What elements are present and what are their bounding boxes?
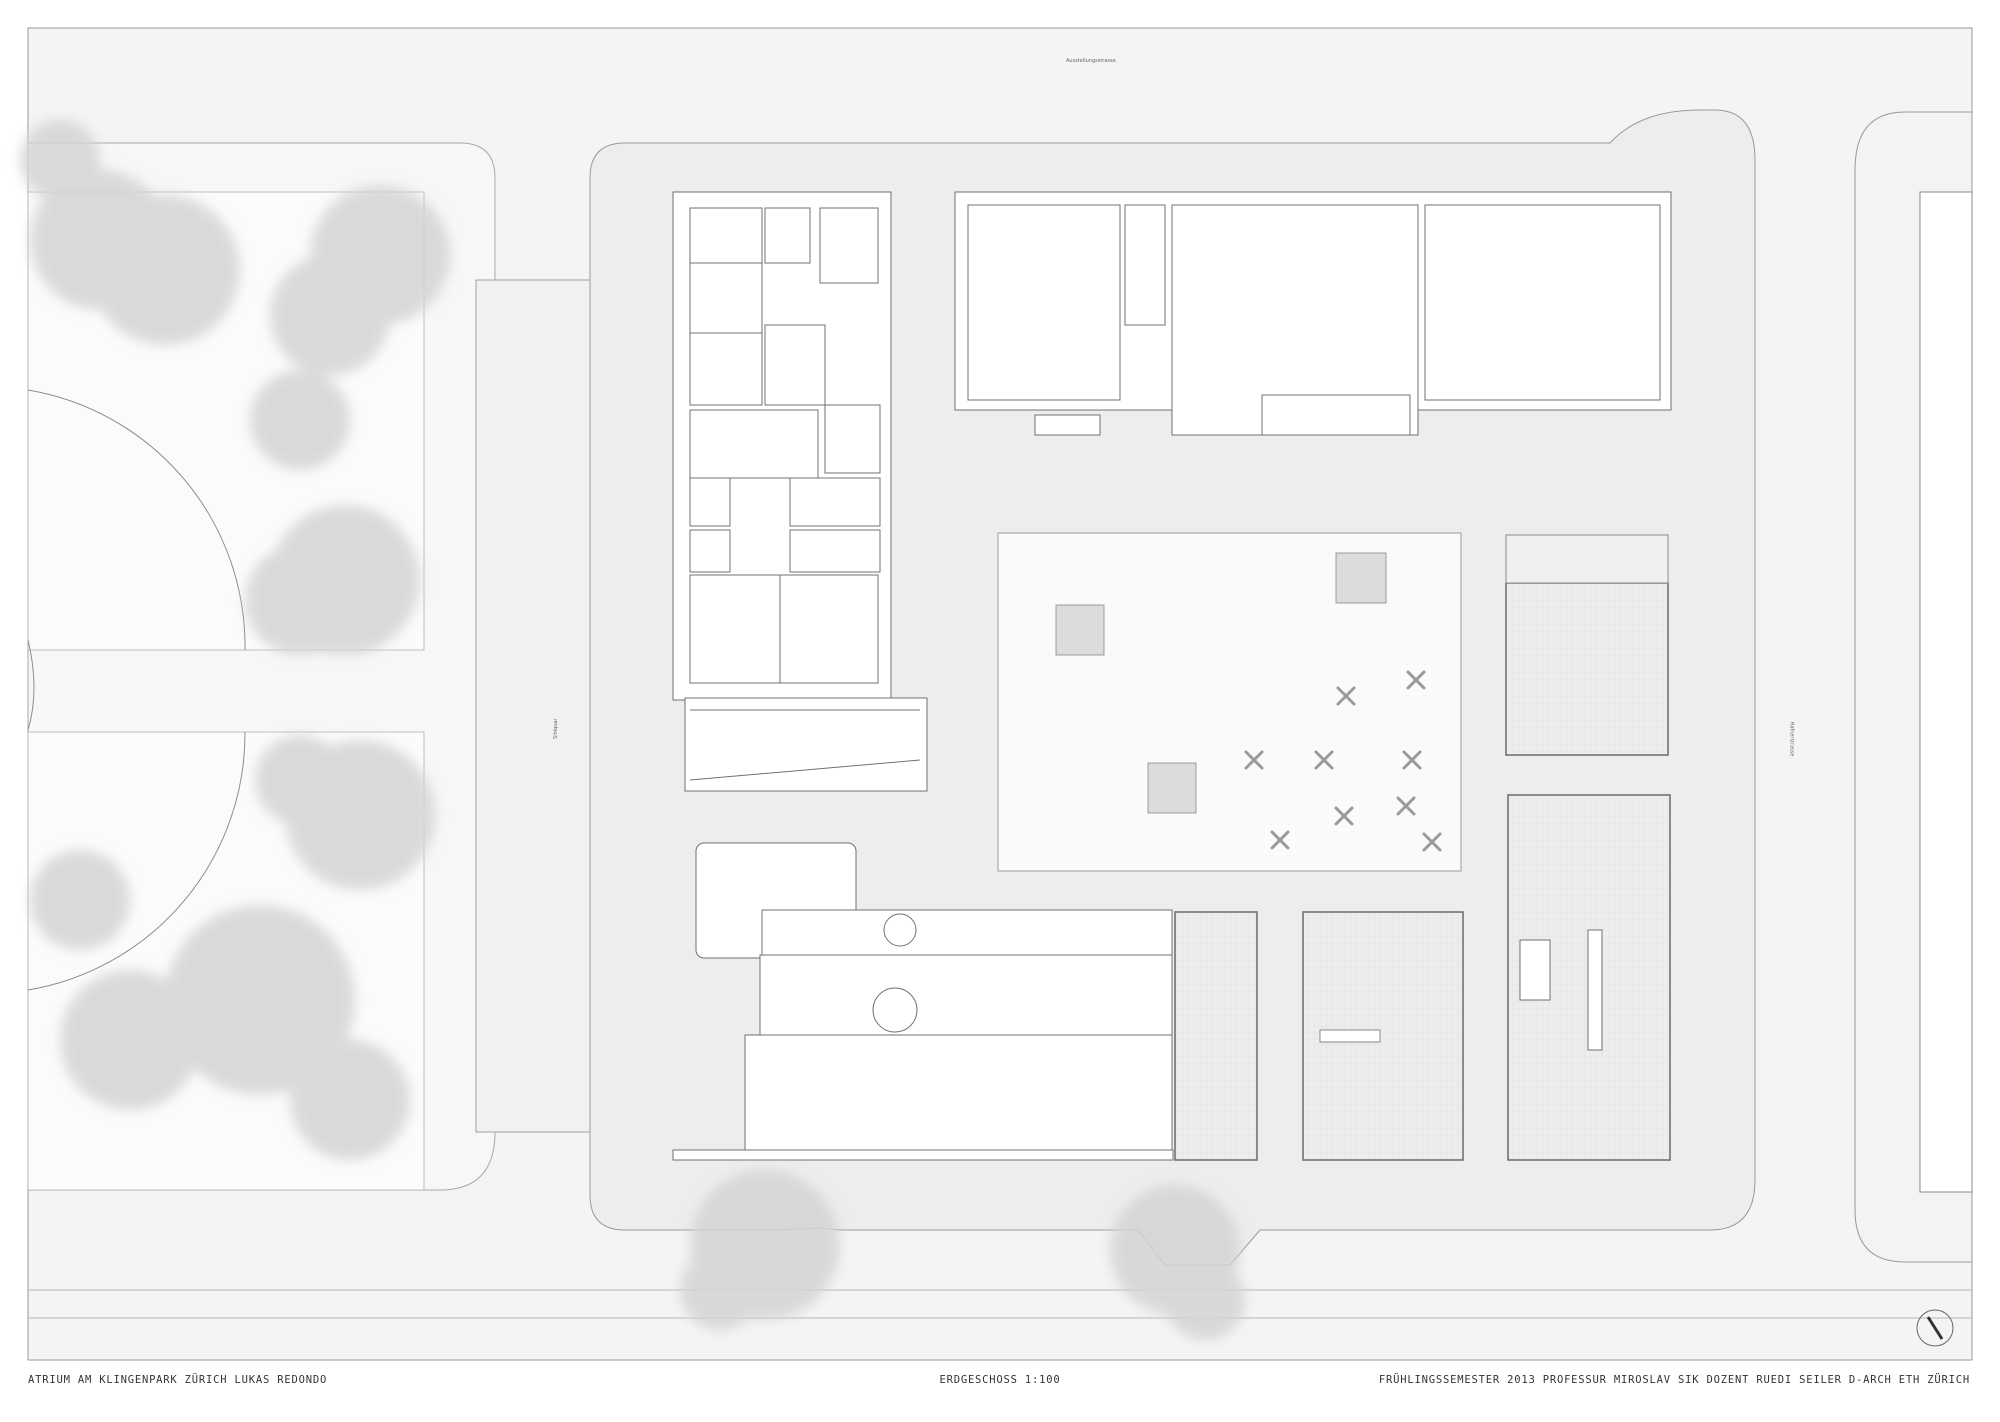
- pavilion-south-1: [1174, 911, 1258, 1161]
- footer-project-title: ATRIUM AM KLINGENPARK ZÜRICH LUKAS REDON…: [28, 1374, 328, 1386]
- pavilion-south-2: [1302, 911, 1464, 1161]
- pavilion-east-north: [1505, 534, 1669, 756]
- park-circle-arc: [27, 389, 246, 991]
- courtyard-tables: [1244, 670, 1442, 852]
- street-label-left: Sihlquai: [552, 719, 559, 739]
- footer-course-info: FRÜHLINGSSEMESTER 2013 PROFESSUR MIROSLA…: [1378, 1374, 1970, 1386]
- pavilion-east-cafe: [1507, 794, 1671, 1161]
- building-north: [954, 191, 1672, 436]
- courtyard: [997, 532, 1462, 872]
- building-south-west: [672, 842, 1174, 1161]
- courtyard-trees: [1055, 552, 1387, 814]
- north-arrow-icon: [1916, 1309, 1954, 1347]
- park-semicircle: [27, 639, 35, 731]
- street-label-top: Ausstellungsstrasse: [1066, 58, 1116, 64]
- street-label-right: Hafnerstrasse: [1788, 721, 1795, 757]
- footer-plan-title: ERDGESCHOSS 1:100: [939, 1374, 1061, 1386]
- street-south-curb: [28, 1289, 1972, 1319]
- trees: [20, 120, 1245, 1340]
- east-building: [1919, 191, 1973, 1193]
- building-west: [672, 191, 928, 792]
